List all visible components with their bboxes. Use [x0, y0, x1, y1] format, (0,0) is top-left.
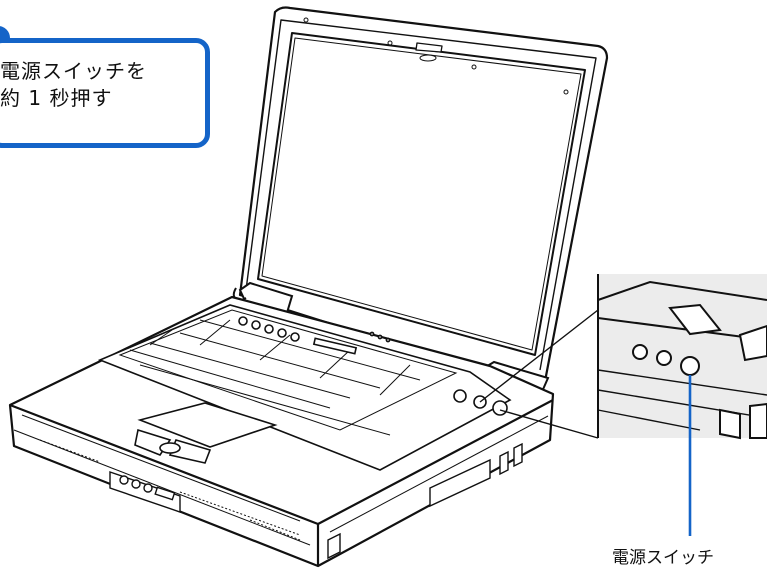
touchpad	[134, 402, 278, 464]
zoom-connector	[479, 309, 599, 439]
instruction-callout	[0, 38, 210, 148]
laptop-lid	[238, 6, 609, 390]
zoom-detail	[597, 274, 767, 440]
power-switch-label: 電源スイッチ	[612, 548, 714, 568]
instruction-line-1: 電源スイッチを	[0, 59, 147, 83]
keyboard	[97, 304, 512, 471]
front-ports	[109, 442, 523, 560]
instruction-line-2: 約 1 秒押す	[0, 86, 113, 110]
instruction-text: 電源スイッチを 約 1 秒押す	[0, 58, 205, 112]
